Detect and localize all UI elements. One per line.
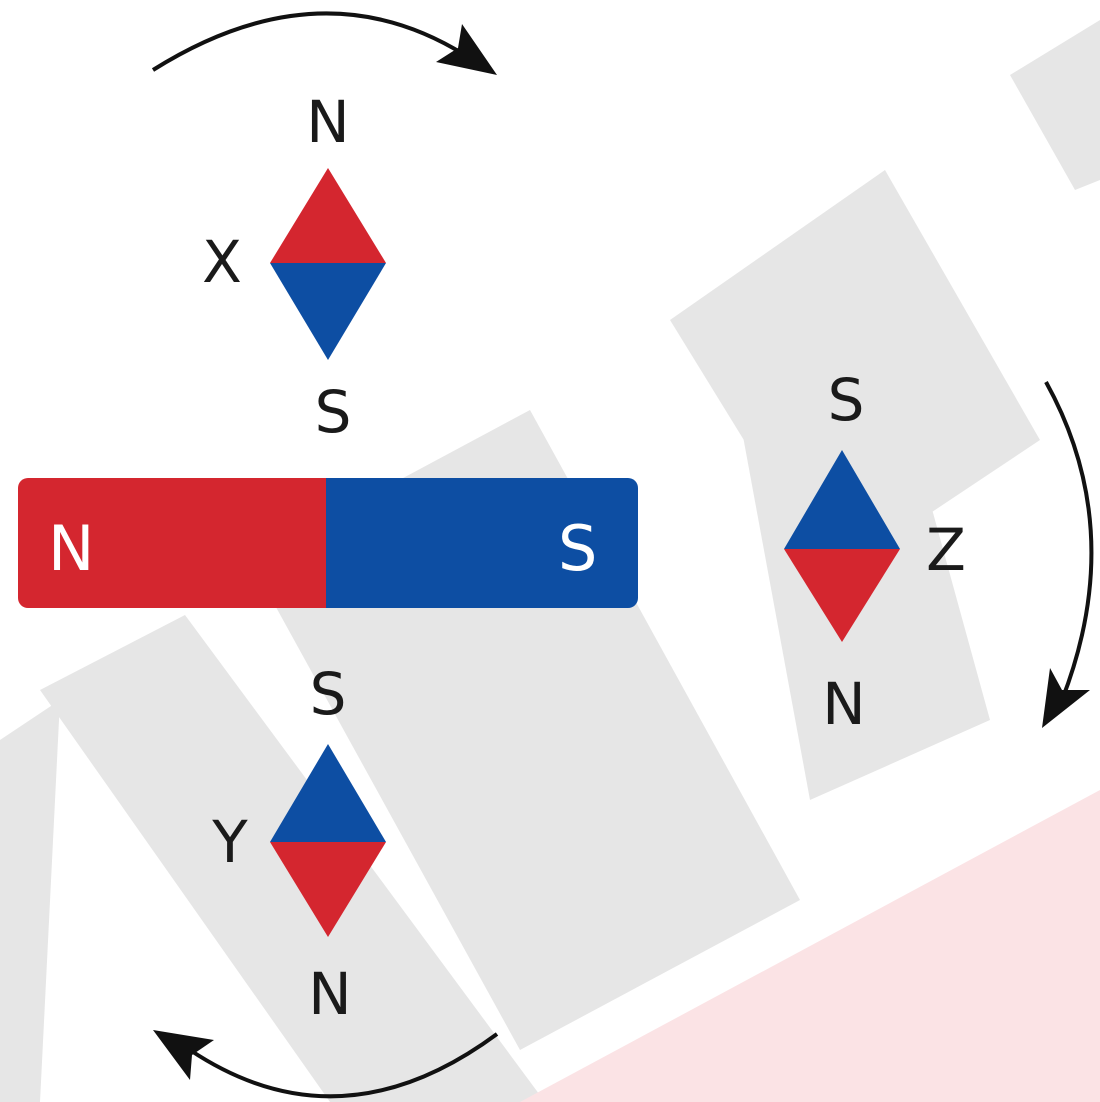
compass-z-top-pole: S: [828, 366, 865, 434]
magnet-north-join: [300, 478, 330, 608]
compass-x-name: X: [202, 228, 242, 296]
magnet-north-half: [18, 478, 330, 608]
compass-y: S N Y: [211, 660, 386, 1028]
compass-y-bottom-half: [270, 842, 386, 937]
compass-z-name: Z: [926, 516, 966, 584]
rotation-arrow-right: [1042, 381, 1094, 728]
compass-z: S N Z: [784, 366, 966, 738]
compass-z-bottom-half: [784, 549, 900, 642]
rotation-arrow-top: [151, 11, 497, 75]
magnet-south-join: [326, 478, 356, 608]
compass-y-top-pole: S: [310, 660, 347, 728]
compass-x-top-half: [270, 168, 386, 263]
compass-x-top-pole: N: [306, 88, 349, 156]
magnet-north-label: N: [48, 512, 94, 585]
compass-y-name: Y: [211, 808, 248, 876]
compass-x: N S X: [202, 88, 386, 446]
compass-x-bottom-pole: S: [315, 378, 352, 446]
compass-y-bottom-pole: N: [308, 960, 351, 1028]
compass-x-bottom-half: [270, 263, 386, 360]
magnet-south-half: [326, 478, 638, 608]
compass-z-bottom-pole: N: [822, 670, 865, 738]
bar-magnet: N S: [18, 478, 638, 608]
magnet-south-label: S: [558, 512, 597, 585]
compass-z-top-half: [784, 450, 900, 549]
compass-y-top-half: [270, 744, 386, 842]
rotation-arrow-bottom: [153, 1030, 499, 1099]
